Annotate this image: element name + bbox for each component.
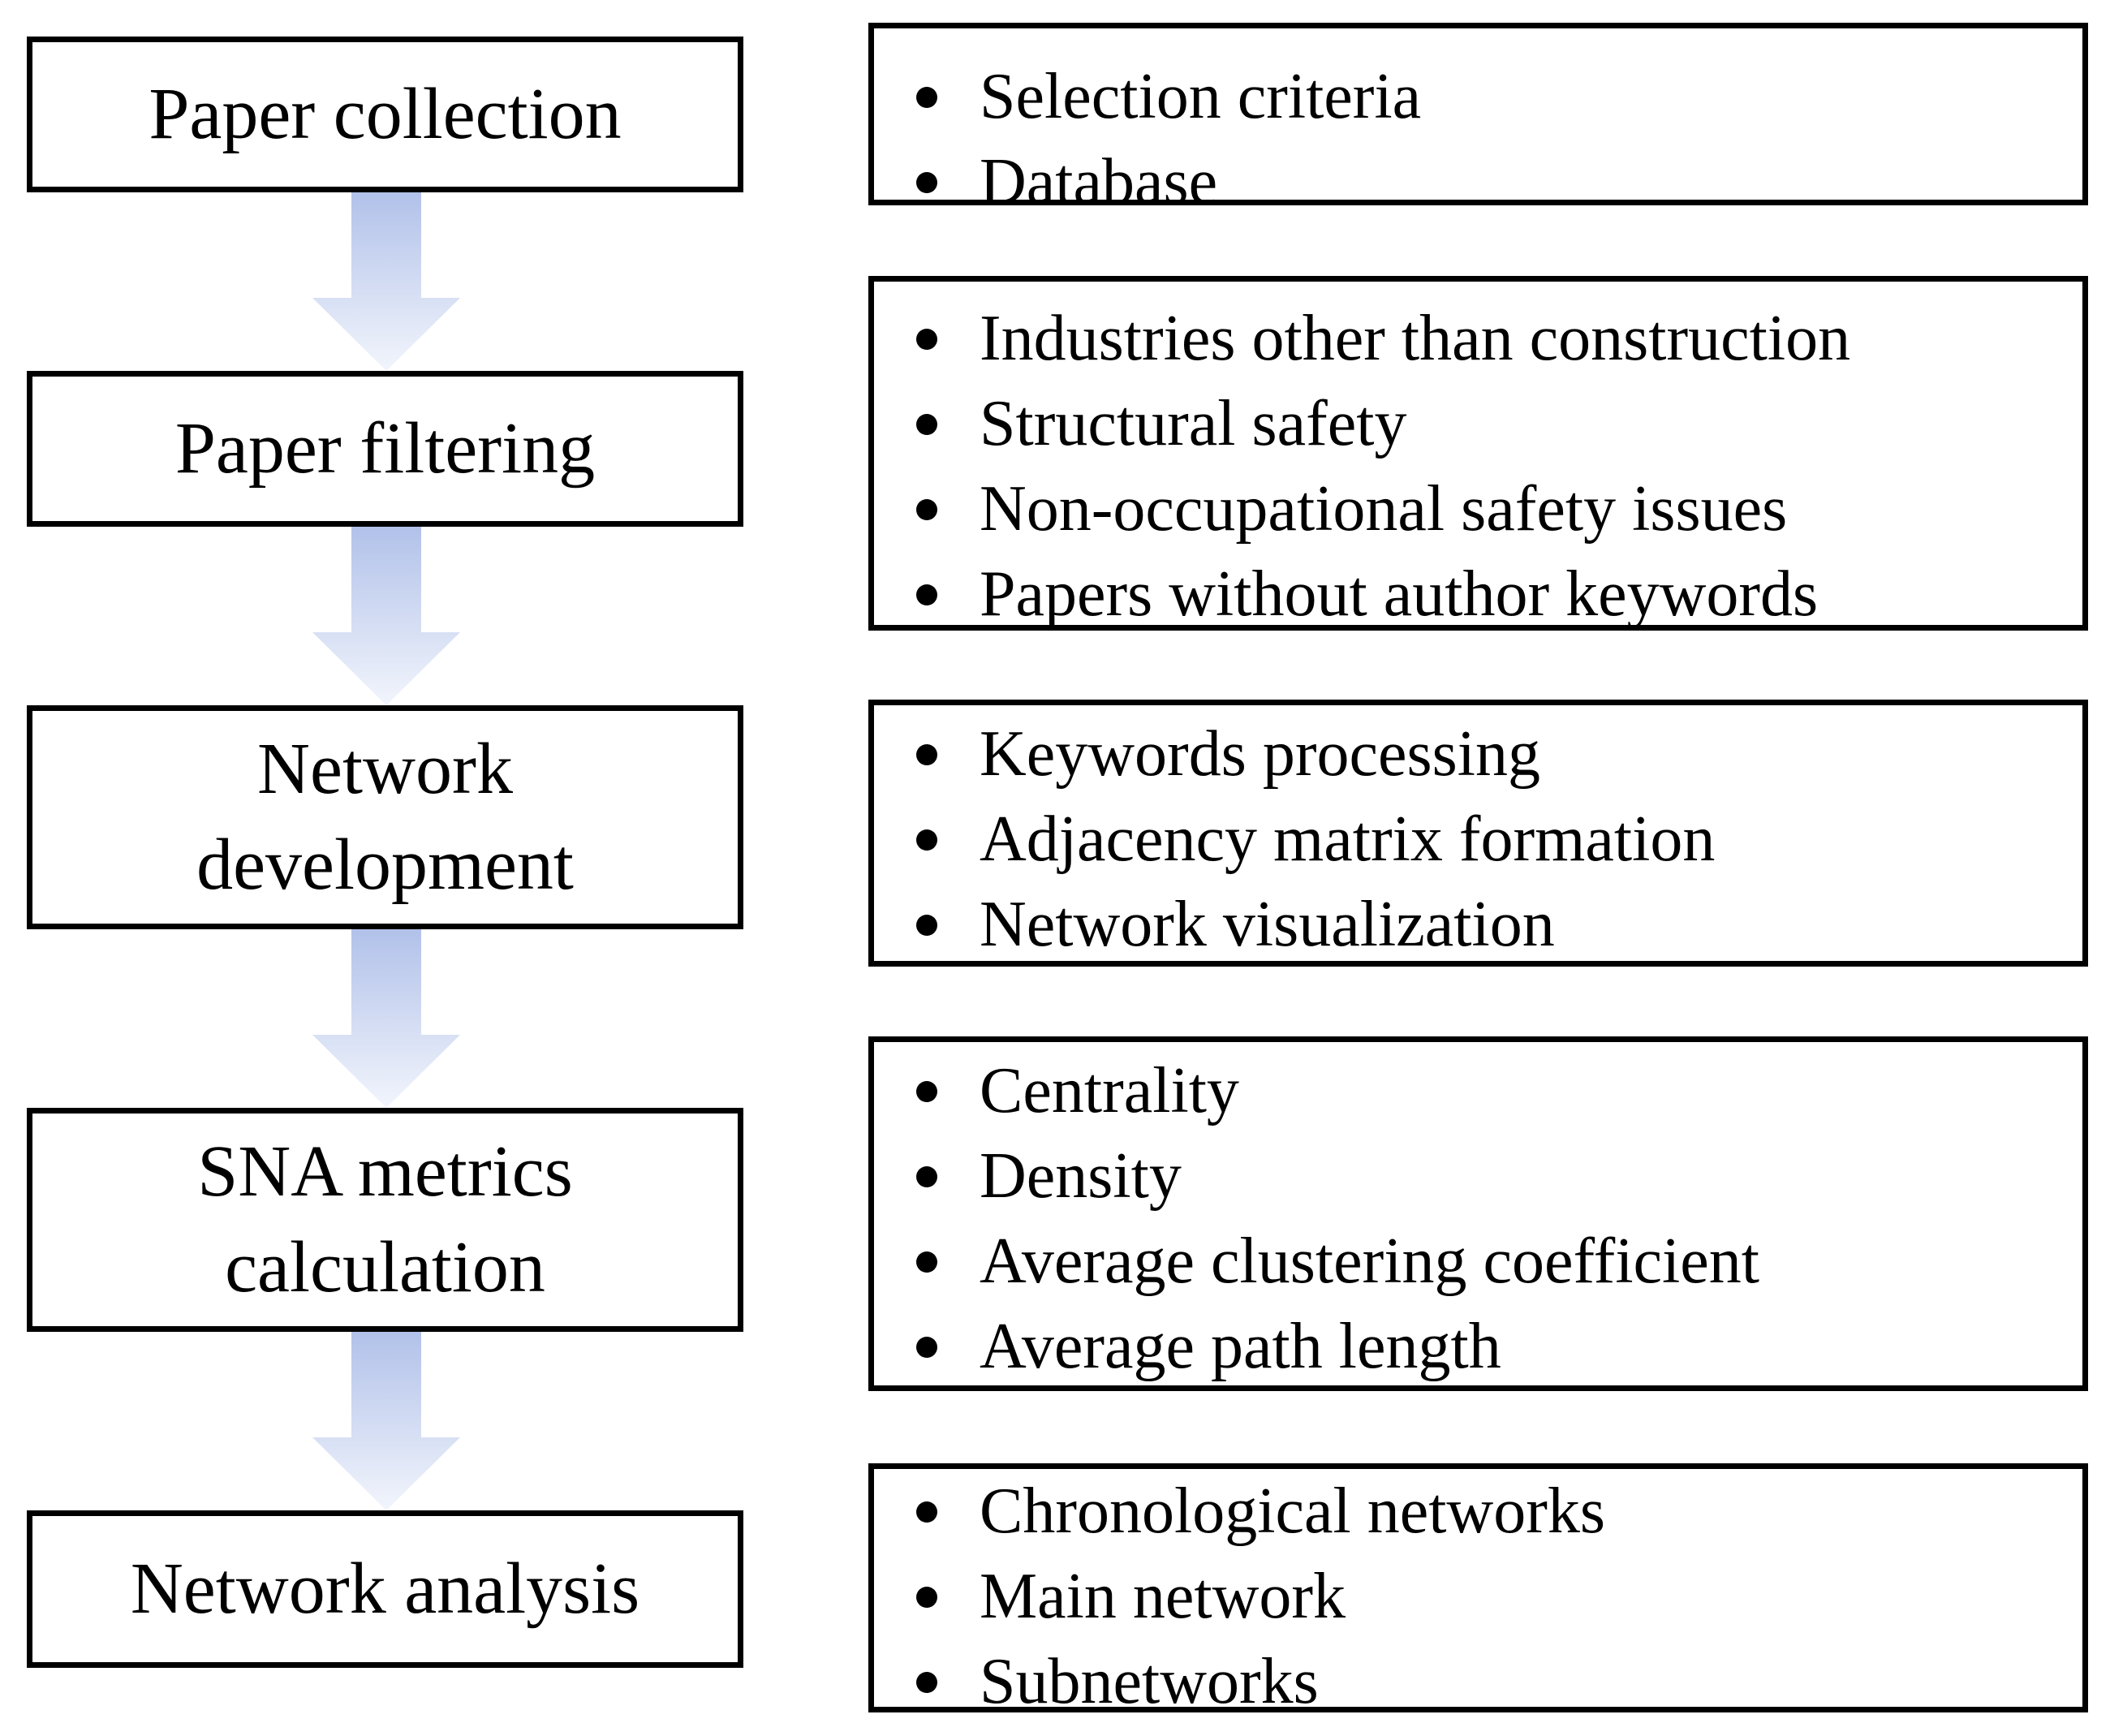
list-item-label: Network visualization xyxy=(980,889,1555,960)
detail-list: Chronological networks Main network Subn… xyxy=(874,1469,2082,1725)
bullet-icon xyxy=(916,1251,937,1273)
list-item-label: Chronological networks xyxy=(980,1475,1605,1547)
down-arrow-icon xyxy=(312,929,460,1112)
list-item-label: Structural safety xyxy=(980,388,1407,459)
bullet-icon xyxy=(916,172,937,193)
step-title: Network analysis xyxy=(130,1549,640,1629)
step-sna-metrics-calculation: SNA metrics calculation xyxy=(27,1108,743,1332)
list-item-label: Centrality xyxy=(980,1055,1239,1126)
step-network-development: Network development xyxy=(27,705,743,929)
list-item: Non-occupational safety issues xyxy=(874,467,2082,552)
detail-list: Keywords processing Adjacency matrix for… xyxy=(874,712,2082,967)
list-item-label: Main network xyxy=(980,1561,1346,1632)
list-item: Industries other than construction xyxy=(874,296,2082,381)
detail-box-paper-collection: Selection criteria Database xyxy=(868,23,2088,218)
down-arrow-icon xyxy=(312,192,460,375)
detail-list: Industries other than construction Struc… xyxy=(874,296,2082,637)
list-item: Structural safety xyxy=(874,381,2082,467)
step-paper-collection: Paper collection xyxy=(27,37,743,192)
list-item: Database xyxy=(874,140,2082,225)
list-item: Average clustering coefficient xyxy=(874,1219,2082,1304)
bullet-icon xyxy=(916,1587,937,1608)
list-item: Density xyxy=(874,1134,2082,1219)
step-title: Network development xyxy=(196,729,574,905)
bullet-icon xyxy=(916,1337,937,1358)
list-item-label: Average path length xyxy=(980,1311,1501,1382)
list-item: Average path length xyxy=(874,1304,2082,1389)
step-title: Paper collection xyxy=(149,74,622,154)
list-item-label: Non-occupational safety issues xyxy=(980,473,1788,545)
list-item-label: Subnetworks xyxy=(980,1646,1319,1717)
bullet-icon xyxy=(916,1166,937,1187)
list-item-label: Average clustering coefficient xyxy=(980,1226,1760,1297)
step-network-analysis: Network analysis xyxy=(27,1510,743,1668)
bullet-icon xyxy=(916,584,937,605)
list-item-label: Industries other than construction xyxy=(980,303,1851,374)
detail-box-paper-filtering: Industries other than construction Struc… xyxy=(868,276,2088,631)
list-item: Chronological networks xyxy=(874,1469,2082,1554)
list-item-label: Adjacency matrix formation xyxy=(980,803,1716,875)
step-title: SNA metrics calculation xyxy=(197,1131,573,1307)
list-item: Main network xyxy=(874,1554,2082,1639)
bullet-icon xyxy=(916,744,937,765)
list-item-label: Database xyxy=(980,146,1218,218)
down-arrow-icon xyxy=(312,1332,460,1514)
list-item: Keywords processing xyxy=(874,712,2082,797)
list-item: Network visualization xyxy=(874,882,2082,967)
down-arrow-icon xyxy=(312,527,460,709)
bullet-icon xyxy=(916,1081,937,1102)
list-item: Subnetworks xyxy=(874,1639,2082,1725)
list-item-label: Density xyxy=(980,1140,1182,1212)
bullet-icon xyxy=(916,414,937,435)
bullet-icon xyxy=(916,829,937,851)
bullet-icon xyxy=(916,1501,937,1523)
list-item-label: Selection criteria xyxy=(980,61,1422,132)
detail-list: Centrality Density Average clustering co… xyxy=(874,1049,2082,1389)
bullet-icon xyxy=(916,87,937,108)
bullet-icon xyxy=(916,915,937,936)
list-item: Adjacency matrix formation xyxy=(874,797,2082,882)
bullet-icon xyxy=(916,499,937,520)
detail-box-sna-metrics: Centrality Density Average clustering co… xyxy=(868,1036,2088,1391)
list-item-label: Keywords processing xyxy=(980,718,1540,790)
list-item: Selection criteria xyxy=(874,54,2082,140)
detail-list: Selection criteria Database xyxy=(874,54,2082,225)
detail-box-network-analysis: Chronological networks Main network Subn… xyxy=(868,1463,2088,1717)
bullet-icon xyxy=(916,329,937,350)
step-paper-filtering: Paper filtering xyxy=(27,371,743,527)
list-item: Papers without author keywords xyxy=(874,552,2082,637)
detail-box-network-development: Keywords processing Adjacency matrix for… xyxy=(868,700,2088,967)
bullet-icon xyxy=(916,1672,937,1693)
list-item-label: Papers without author keywords xyxy=(980,558,1819,630)
list-item: Centrality xyxy=(874,1049,2082,1134)
step-title: Paper filtering xyxy=(174,408,596,489)
